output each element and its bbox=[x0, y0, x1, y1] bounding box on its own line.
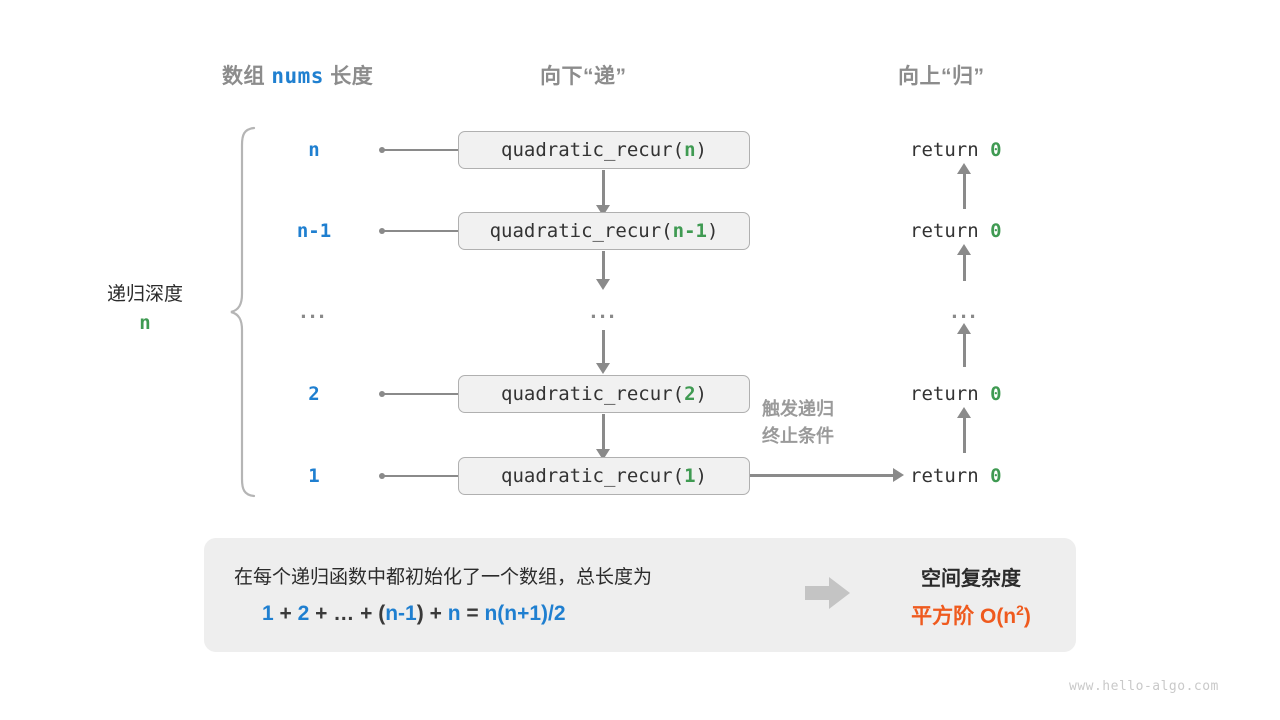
return-arrow-head-4 bbox=[957, 407, 971, 418]
complexity-big-o: O(n bbox=[979, 605, 1017, 628]
terminate-note-line2: 终止条件 bbox=[762, 426, 834, 446]
call-close-1: ) bbox=[695, 139, 707, 161]
connector-dot-left-2 bbox=[379, 228, 385, 234]
header-recurse-down: 向下“递” bbox=[540, 65, 627, 88]
formula-term-2: + bbox=[279, 602, 292, 625]
formula-term-5: … bbox=[333, 602, 355, 625]
formula-term-7: ( bbox=[378, 602, 386, 625]
nums-value-row-3: ... bbox=[300, 298, 328, 323]
return-label-row-3: ... bbox=[951, 298, 979, 323]
watermark: www.hello-algo.com bbox=[1069, 679, 1219, 694]
return-keyword-2: return bbox=[910, 220, 991, 242]
formula-term-6: + bbox=[360, 602, 373, 625]
formula-term-12: = bbox=[466, 602, 479, 625]
formula-term-3: 2 bbox=[297, 602, 310, 625]
call-fn-name-4: quadratic_recur( bbox=[501, 383, 685, 405]
recurse-arrow-head-3 bbox=[596, 363, 610, 374]
return-arrow-line-3 bbox=[963, 330, 966, 367]
return-label-row-1: return 0 bbox=[910, 139, 1002, 161]
nums-value-row-5: 1 bbox=[308, 465, 320, 487]
header-nums-token: nums bbox=[271, 64, 324, 88]
return-value-5: 0 bbox=[990, 465, 1002, 487]
formula-term-9: ) bbox=[416, 602, 424, 625]
connector-line-4 bbox=[383, 393, 463, 395]
return-arrow-line-2 bbox=[963, 251, 966, 281]
recurse-arrow-line-4 bbox=[602, 414, 605, 453]
complexity-close-paren: ) bbox=[1023, 605, 1031, 628]
header-array-suffix: 长度 bbox=[330, 65, 374, 88]
call-box-row-1[interactable]: quadratic_recur(n) bbox=[458, 131, 750, 169]
call-box-row-3: ... bbox=[590, 298, 618, 323]
depth-brace bbox=[228, 126, 256, 498]
header-array-prefix: 数组 bbox=[222, 65, 265, 88]
call-box-row-4[interactable]: quadratic_recur(2) bbox=[458, 375, 750, 413]
connector-dot-left-5 bbox=[379, 473, 385, 479]
complexity-exponent: 2 bbox=[1016, 602, 1024, 618]
return-arrow-line-4 bbox=[963, 414, 966, 453]
call-fn-name-5: quadratic_recur( bbox=[501, 465, 685, 487]
space-complexity-title: 空间复杂度 bbox=[921, 568, 1021, 590]
return-arrow-head-2 bbox=[957, 244, 971, 255]
terminate-arrow-head bbox=[893, 468, 904, 482]
header-return-up: 向上“归” bbox=[898, 65, 985, 88]
nums-value-row-1: n bbox=[308, 139, 320, 161]
connector-line-1 bbox=[383, 149, 463, 151]
return-value-4: 0 bbox=[990, 383, 1002, 405]
call-arg-5: 1 bbox=[684, 465, 696, 487]
summary-description: 在每个递归函数中都初始化了一个数组，总长度为 bbox=[234, 567, 653, 588]
call-fn-name-1: quadratic_recur( bbox=[501, 139, 685, 161]
return-arrow-head-1 bbox=[957, 163, 971, 174]
summary-formula: 1 + 2 + … + (n-1) + n = n(n+1)/2 bbox=[262, 602, 566, 626]
return-label-row-4: return 0 bbox=[910, 383, 1002, 405]
connector-dot-left-1 bbox=[379, 147, 385, 153]
formula-term-10: + bbox=[429, 602, 442, 625]
return-keyword-4: return bbox=[910, 383, 991, 405]
implies-arrow-icon bbox=[805, 576, 851, 610]
recurse-arrow-line-2 bbox=[602, 251, 605, 281]
recurse-arrow-line-1 bbox=[602, 170, 605, 209]
terminate-arrow-line bbox=[750, 474, 895, 477]
recursion-depth-label: 递归深度 n bbox=[90, 280, 200, 339]
call-arg-4: 2 bbox=[684, 383, 696, 405]
call-box-row-2[interactable]: quadratic_recur(n-1) bbox=[458, 212, 750, 250]
nums-value-row-2: n-1 bbox=[296, 220, 332, 242]
header-array-length: 数组 nums 长度 bbox=[222, 60, 373, 90]
return-arrow-line-1 bbox=[963, 170, 966, 209]
connector-line-5 bbox=[383, 475, 463, 477]
call-close-5: ) bbox=[695, 465, 707, 487]
call-arg-2: n-1 bbox=[672, 220, 707, 242]
recursion-depth-title: 递归深度 bbox=[106, 284, 183, 305]
terminate-note-line1: 触发递归 bbox=[762, 399, 834, 419]
terminate-condition-note: 触发递归 终止条件 bbox=[762, 396, 834, 450]
formula-term-8: n-1 bbox=[385, 602, 417, 625]
recurse-arrow-head-2 bbox=[596, 279, 610, 290]
recursion-depth-value: n bbox=[139, 312, 151, 335]
return-arrow-head-3 bbox=[957, 323, 971, 334]
connector-line-2 bbox=[383, 230, 463, 232]
return-keyword-5: return bbox=[910, 465, 991, 487]
call-close-4: ) bbox=[695, 383, 707, 405]
return-keyword-1: return bbox=[910, 139, 991, 161]
space-complexity-value: 平方阶 O(n2) bbox=[876, 600, 1066, 630]
recurse-arrow-head-1 bbox=[596, 205, 610, 216]
recurse-arrow-line-3 bbox=[602, 330, 605, 367]
summary-panel: 在每个递归函数中都初始化了一个数组，总长度为 1 + 2 + … + (n-1)… bbox=[204, 538, 1076, 652]
return-value-1: 0 bbox=[990, 139, 1002, 161]
formula-term-11: n bbox=[447, 602, 461, 625]
return-label-row-2: return 0 bbox=[910, 220, 1002, 242]
complexity-order-prefix: 平方阶 bbox=[911, 605, 980, 628]
return-value-2: 0 bbox=[990, 220, 1002, 242]
return-label-row-5: return 0 bbox=[910, 465, 1002, 487]
call-arg-1: n bbox=[684, 139, 696, 161]
formula-term-13: n(n+1)/2 bbox=[484, 602, 566, 625]
recurse-arrow-head-4 bbox=[596, 449, 610, 460]
call-close-2: ) bbox=[706, 220, 719, 242]
nums-value-row-4: 2 bbox=[308, 383, 320, 405]
connector-dot-left-4 bbox=[379, 391, 385, 397]
formula-term-1: 1 bbox=[262, 602, 274, 625]
call-fn-name-2: quadratic_recur( bbox=[489, 220, 673, 242]
formula-term-4: + bbox=[315, 602, 328, 625]
call-box-row-5[interactable]: quadratic_recur(1) bbox=[458, 457, 750, 495]
